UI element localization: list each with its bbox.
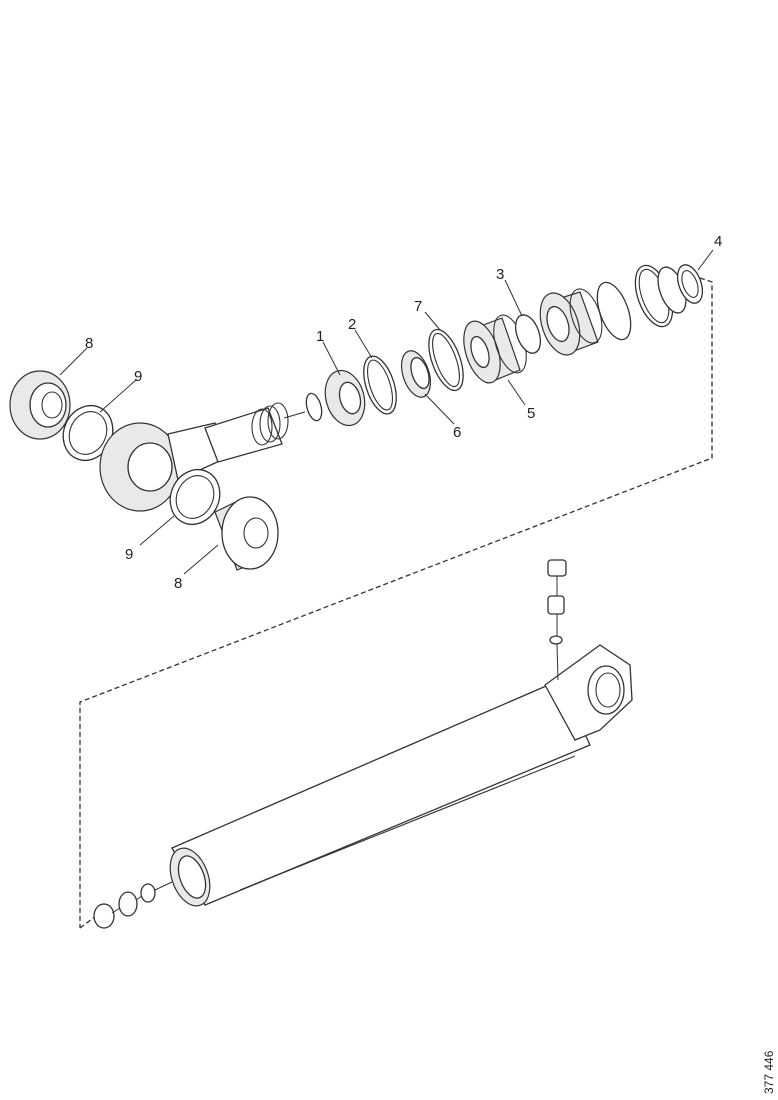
- seal-ring-lower: [169, 469, 221, 525]
- callout-9-lower: 9: [125, 546, 133, 563]
- part-7-ring: [428, 328, 464, 392]
- callout-6: 6: [453, 424, 461, 441]
- callout-2: 2: [348, 316, 356, 333]
- callout-5: 5: [527, 405, 535, 422]
- callout-leaders: [59, 249, 714, 575]
- bushing-left-upper: [9, 370, 71, 440]
- callout-7: 7: [414, 298, 422, 315]
- part-4-wiper: [676, 264, 704, 304]
- piston-components: [305, 264, 704, 427]
- cylinder-barrel: [169, 644, 633, 907]
- part-1-nut: [324, 369, 366, 427]
- callout-3: 3: [496, 266, 504, 283]
- head-seal-ring-1: [596, 281, 632, 341]
- assembly-dashed-boundary: [79, 277, 713, 929]
- callout-8-upper: 8: [85, 335, 93, 352]
- rod-eye-assembly: [9, 370, 306, 571]
- part-5-piston: [463, 314, 527, 384]
- reference-number-label: 377 446: [762, 1050, 776, 1094]
- piston-rod: [204, 402, 306, 463]
- callout-8-lower: 8: [174, 575, 182, 592]
- part-6-guide: [400, 350, 432, 398]
- cylinder-head: [539, 288, 603, 356]
- callout-1: 1: [316, 328, 324, 345]
- callout-4: 4: [714, 233, 722, 250]
- reference-number: 377 446: [762, 1050, 776, 1094]
- bushing-right-lower: [214, 496, 279, 571]
- rod-eye-housing: [99, 422, 227, 512]
- grease-fitting-stack: [547, 559, 567, 681]
- o-ring-small: [305, 392, 323, 422]
- base-fittings: [93, 881, 173, 929]
- callout-9-upper: 9: [134, 368, 142, 385]
